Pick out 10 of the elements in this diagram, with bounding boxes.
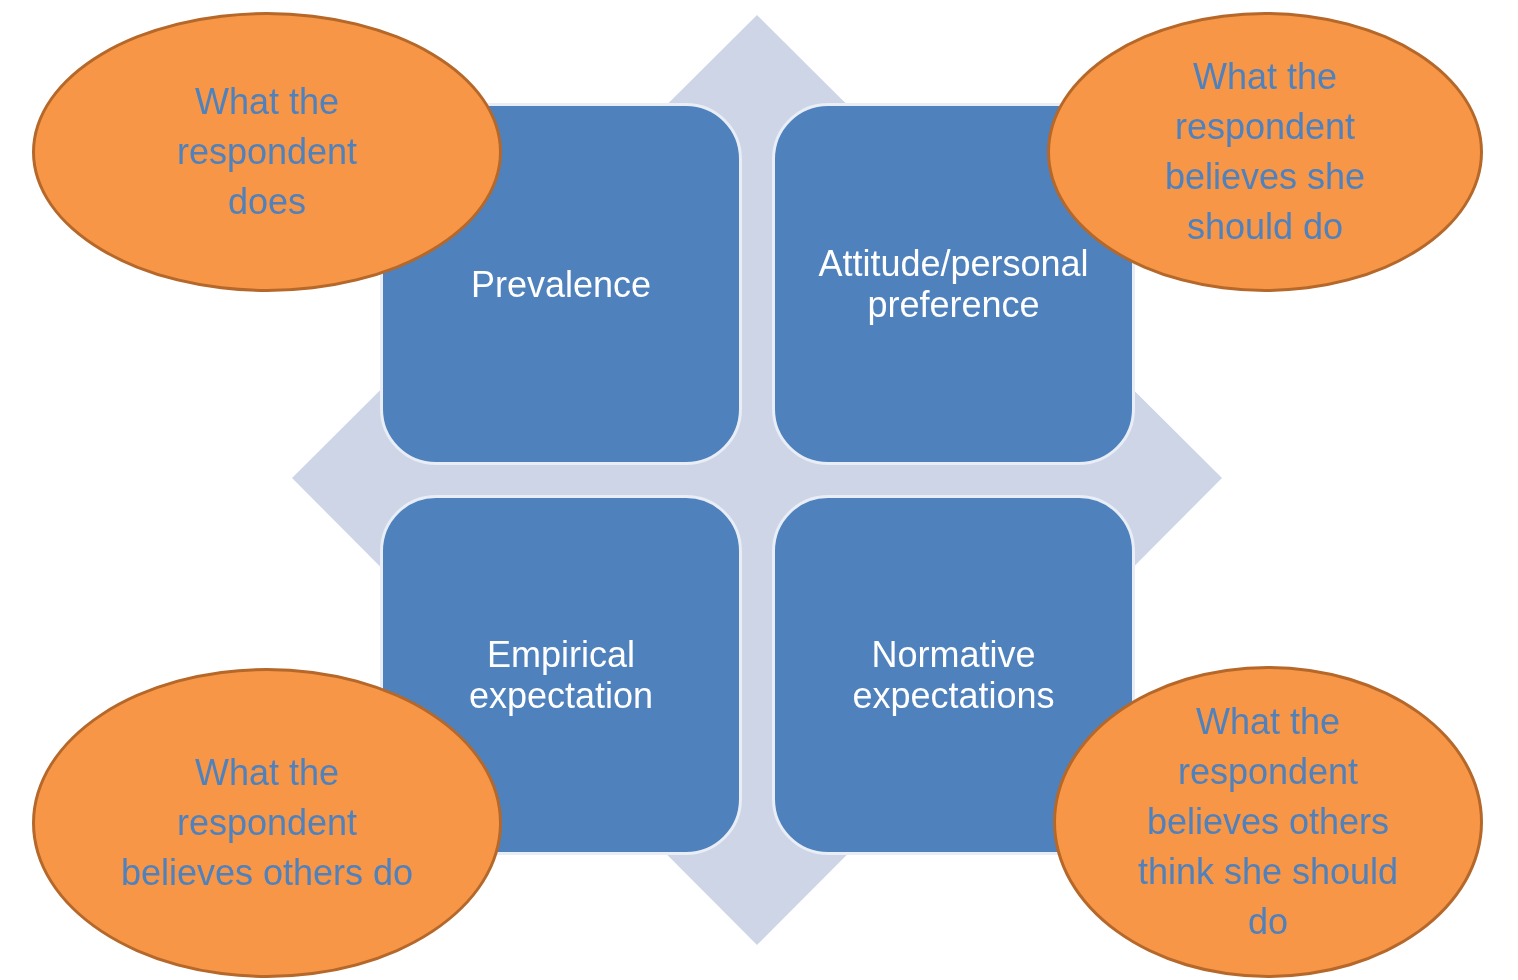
category-label: Normative expectations bbox=[851, 634, 1056, 716]
callout-text: What the respondent does bbox=[175, 80, 359, 224]
rounded-square bbox=[772, 103, 1135, 465]
callout-text: What the respondent believes others think she should do bbox=[1136, 700, 1400, 944]
category-label: Empirical expectation bbox=[467, 634, 655, 716]
rounded-square bbox=[772, 495, 1135, 855]
callout-text: What the respondent believes she should do bbox=[1163, 55, 1367, 249]
category-label: Attitude/personal preference bbox=[817, 243, 1090, 325]
callout-text: What the respondent believes others do bbox=[119, 751, 415, 895]
category-label: Prevalence bbox=[469, 263, 653, 305]
